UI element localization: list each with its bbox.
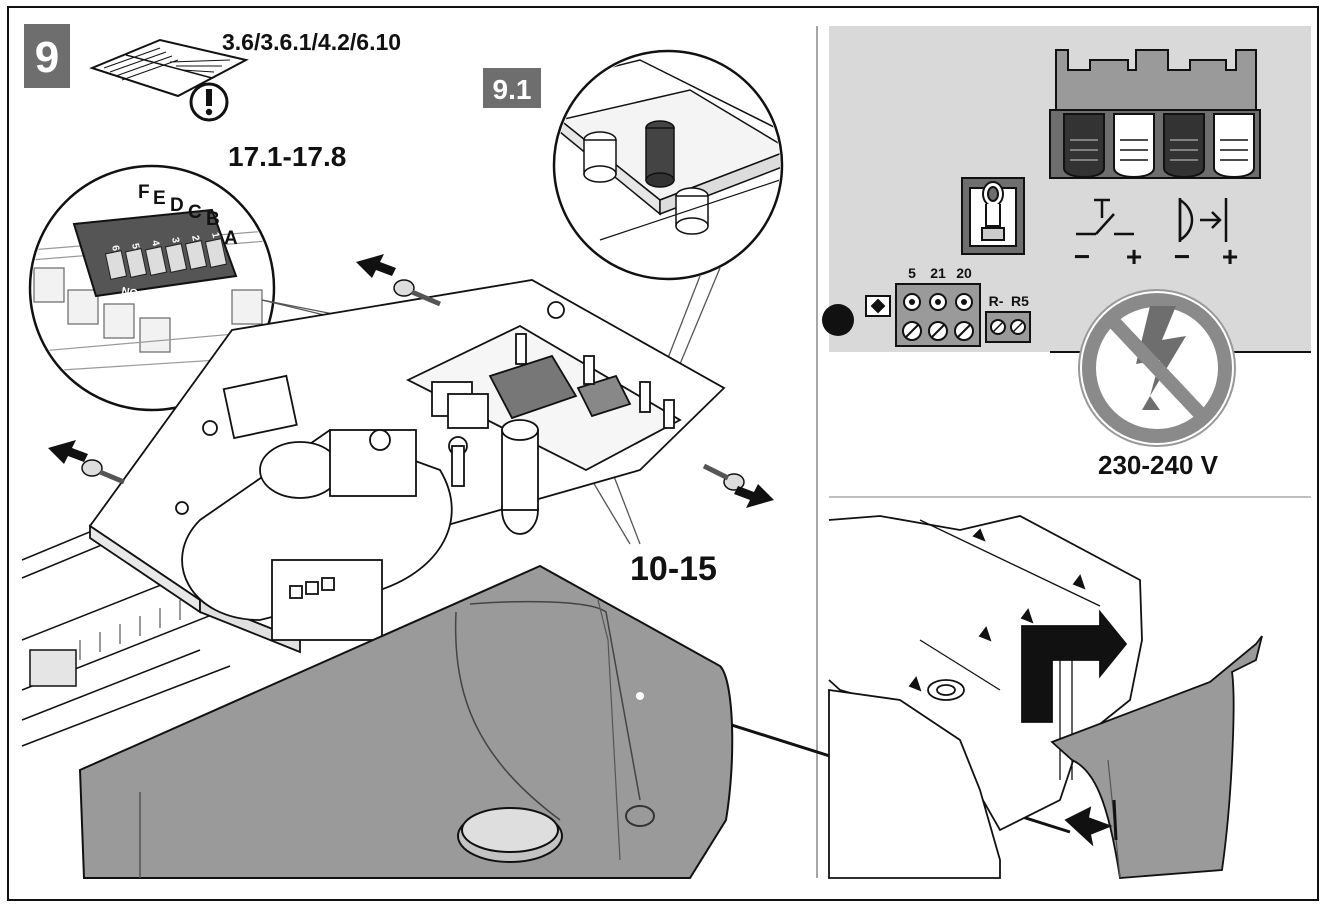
dip-letter: F — [138, 182, 150, 203]
dip-digit: 3 — [169, 236, 181, 244]
dip-letter: A — [224, 228, 238, 249]
control-board — [88, 279, 726, 654]
left-panel: 9 3.6/3.6.1/4.2/6.10 17.1-17.8 — [21, 24, 1071, 879]
dip-switch-sections-label: 17.1-17.8 — [228, 141, 346, 172]
direction-arrow-icon — [356, 254, 396, 278]
jack-socket-icon — [961, 177, 1025, 255]
dip-letter: C — [188, 202, 202, 223]
sub-step-number: 9.1 — [493, 74, 532, 105]
direction-arrow-icon — [48, 440, 88, 464]
arrow-head-icon — [1064, 806, 1113, 847]
step-badge: 9 — [24, 24, 70, 88]
dip-letter: D — [170, 195, 184, 216]
dip-digit: 5 — [129, 242, 141, 250]
cover-removal-panel — [828, 515, 1263, 879]
direction-arrow-icon — [734, 484, 774, 508]
terminal-label: 20 — [956, 265, 972, 281]
screw-icon — [393, 279, 441, 307]
voltage-warning-label: 230-240 V — [1098, 450, 1219, 480]
dip-switch-detail: F E D C B A 6 5 4 3 2 1 ON — [28, 164, 276, 412]
removal-arrow-icon — [1021, 609, 1128, 723]
dip-digit: 1 — [209, 231, 221, 239]
wiring-panel: − + − + — [822, 26, 1311, 480]
dip-letter: E — [153, 188, 166, 209]
sub-step-badge: 9.1 — [483, 68, 541, 108]
manual-book-icon — [89, 38, 249, 98]
screw-icon — [81, 459, 125, 485]
dip-digit: 2 — [189, 234, 201, 242]
manual-sections-label: 3.6/3.6.1/4.2/6.10 — [222, 29, 401, 55]
dip-on-label: ON — [121, 284, 139, 299]
terminal-label: 5 — [908, 265, 916, 281]
housing-cover — [78, 564, 734, 879]
dip-digit: 4 — [149, 239, 161, 247]
step-number: 9 — [35, 33, 59, 82]
caution-icon — [189, 82, 229, 122]
light-barrier-symbol — [1178, 197, 1228, 243]
detached-cover — [1050, 635, 1263, 879]
push-button-plus: + — [1126, 241, 1142, 272]
dip-digit: 6 — [109, 244, 121, 252]
plug-connector — [1049, 49, 1261, 179]
light-barrier-minus: − — [1174, 241, 1190, 272]
terminal-label: R- — [989, 293, 1004, 309]
electronics-sections-label: 10-15 — [630, 550, 717, 588]
light-barrier-plus: + — [1222, 241, 1238, 272]
no-high-voltage-icon — [1078, 289, 1236, 447]
terminal-block — [865, 283, 1031, 347]
screw-icon — [702, 463, 745, 491]
terminal-label: R5 — [1011, 293, 1029, 309]
push-button-symbol — [1076, 198, 1134, 236]
dip-letter: B — [206, 209, 220, 230]
socket-icon — [822, 300, 857, 340]
terminal-label: 21 — [930, 265, 946, 281]
push-button-minus: − — [1074, 241, 1090, 272]
